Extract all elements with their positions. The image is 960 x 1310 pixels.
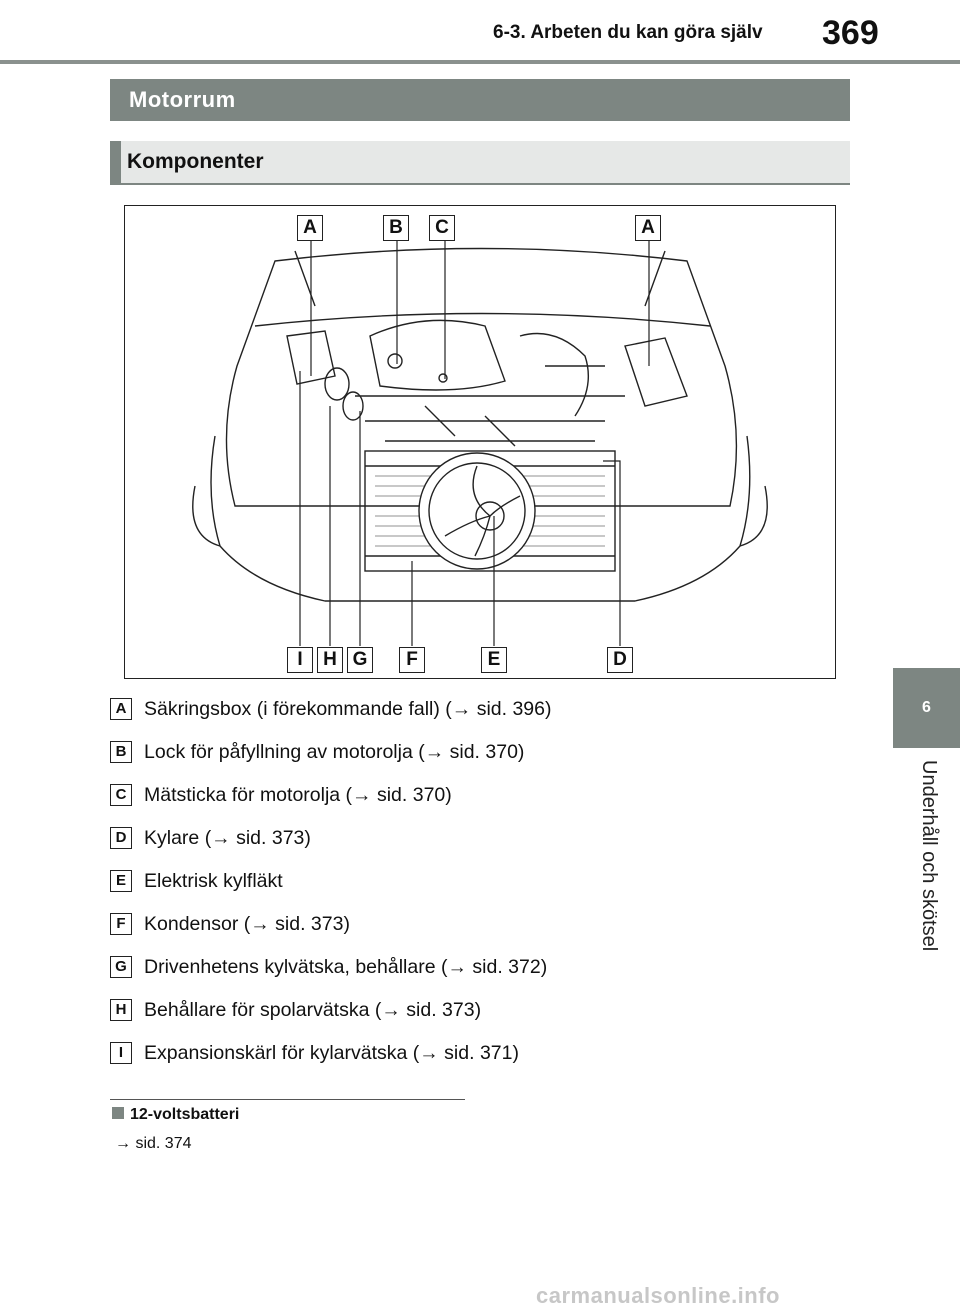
legend-text: Drivenhetens kylvätska, behållare (→ sid… — [144, 956, 548, 978]
note-heading: 12-voltsbatteri — [112, 1106, 239, 1124]
header-section-title: 6-3. Arbeten du kan göra själv — [493, 22, 763, 43]
callout-d: D — [607, 647, 633, 673]
legend-letter: E — [110, 870, 132, 892]
engine-bay-illustration — [192, 241, 768, 646]
chapter-tab: 6 — [893, 668, 960, 748]
watermark: carmanualsonline.info — [536, 1283, 780, 1308]
legend-text: Behållare för spolarvätska (→ sid. 373) — [144, 999, 482, 1021]
engine-bay-diagram: A B C A I H G F E D — [124, 205, 836, 679]
page-number: 369 — [822, 14, 879, 52]
chapter-label-text: Underhåll och skötsel — [918, 760, 940, 952]
callout-g: G — [347, 647, 373, 673]
legend-letter: C — [110, 784, 132, 806]
legend-letter: A — [110, 698, 132, 720]
legend-text: Säkringsbox (i förekommande fall) (→ sid… — [144, 698, 552, 720]
legend-text: Kondensor (→ sid. 373) — [144, 913, 350, 935]
bullet-square-icon — [112, 1107, 124, 1119]
callout-f: F — [399, 647, 425, 673]
legend-text: Kylare (→ sid. 373) — [144, 827, 311, 849]
callout-h: H — [317, 647, 343, 673]
legend-letter: D — [110, 827, 132, 849]
callout-b: B — [383, 215, 409, 241]
legend-letter: B — [110, 741, 132, 763]
legend-text: Expansionskärl för kylarvätska (→ sid. 3… — [144, 1042, 519, 1064]
legend-text: Elektrisk kylfläkt — [144, 870, 283, 892]
chapter-side-label: Underhåll och skötsel — [912, 760, 942, 970]
note-title: 12-voltsbatteri — [130, 1106, 240, 1123]
header-rule — [0, 60, 960, 64]
legend-letter: F — [110, 913, 132, 935]
legend-letter: H — [110, 999, 132, 1021]
legend-letter: I — [110, 1042, 132, 1064]
subsection-title-bar: Komponenter — [110, 141, 850, 185]
note-page-link[interactable]: → sid. 374 — [115, 1135, 192, 1152]
legend-text: Mätsticka för motorolja (→ sid. 370) — [144, 784, 452, 806]
legend-text: Lock för påfyllning av motorolja (→ sid.… — [144, 741, 525, 763]
callout-e: E — [481, 647, 507, 673]
note-divider — [110, 1099, 465, 1100]
callout-a-left: A — [297, 215, 323, 241]
subsection-title: Komponenter — [127, 150, 264, 173]
callout-a-right: A — [635, 215, 661, 241]
section-title-bar: Motorrum — [110, 79, 850, 121]
section-title: Motorrum — [129, 87, 236, 112]
callout-i: I — [287, 647, 313, 673]
callout-c: C — [429, 215, 455, 241]
legend-letter: G — [110, 956, 132, 978]
